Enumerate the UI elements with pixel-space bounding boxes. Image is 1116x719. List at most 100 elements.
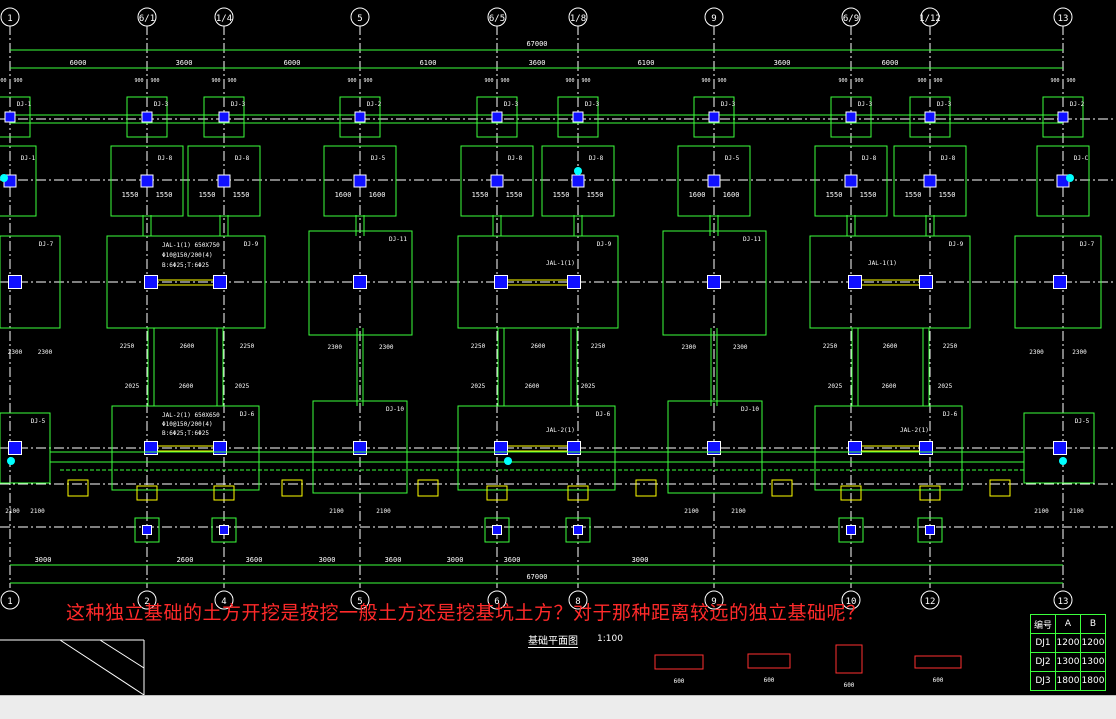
schedule-row: DJ3 1800 1800 (1030, 671, 1106, 691)
footing-row3 (0, 235, 61, 329)
footing-tag-row2: DJ-8 (235, 155, 250, 162)
span-label-bottom: 3000 (35, 556, 52, 564)
dim-row4: 2025 (235, 383, 250, 390)
pedestal-outline (281, 479, 303, 497)
elevation-marker (574, 167, 582, 175)
pier-outline (838, 517, 864, 543)
axis-label-top: 6/9 (843, 14, 859, 24)
footing-tag-row1: DJ-3 (585, 101, 600, 108)
dim-row1: 900 (134, 78, 143, 84)
dim-row3: 2600 (531, 343, 546, 350)
dim-row4: 2100 (5, 508, 20, 515)
footing-row1 (693, 96, 735, 138)
axis-bubble-top (214, 7, 234, 27)
column-row4 (8, 441, 22, 455)
schedule-cell: 1300 (1055, 652, 1081, 672)
footing-row4 (1023, 412, 1095, 484)
footing-tag-row3: DJ-11 (389, 236, 407, 243)
footing-row1 (830, 96, 872, 138)
beam-note: JAL-1(1) (546, 260, 575, 267)
dim-row4: 2025 (581, 383, 596, 390)
section-dim: 600 (844, 682, 855, 689)
column-row3 (1053, 275, 1067, 289)
elevation-marker (0, 174, 8, 182)
column-row4 (848, 441, 862, 455)
axis-bubble-bottom (214, 590, 234, 610)
footing-row2 (187, 145, 261, 217)
beam-note: B:6Φ25;T:6Φ25 (162, 430, 209, 437)
footing-tag-row2: DJ-C (1074, 155, 1089, 162)
footing-tag-row2: DJ-8 (158, 155, 173, 162)
schedule-header-cell: 编号 (1030, 614, 1056, 634)
footing-tag-row1: DJ-2 (367, 101, 382, 108)
dim-row2: 1600 (723, 191, 740, 199)
span-label-bottom: 3600 (504, 556, 521, 564)
schedule-row: DJ1 1200 1200 (1030, 633, 1106, 653)
axis-label-top: 6/1 (139, 14, 155, 24)
dim-row1: 900 (150, 78, 159, 84)
footing-tag-row2: DJ-8 (862, 155, 877, 162)
column-row2 (707, 174, 721, 188)
dim-row1: 900 (717, 78, 726, 84)
pier-column (925, 525, 935, 535)
column-row1 (354, 111, 366, 123)
axis-bubble-top (704, 7, 724, 27)
pedestal-outline (771, 479, 793, 497)
dim-row1: 900 (347, 78, 356, 84)
schedule-cell: 1200 (1055, 633, 1081, 653)
dim-row4: 2600 (525, 383, 540, 390)
footing-row1 (339, 96, 381, 138)
column-row4 (919, 441, 933, 455)
dim-row1: 900 (0, 78, 7, 84)
plan-title: 基础平面图 (528, 632, 578, 648)
dim-row1: 900 (484, 78, 493, 84)
dim-row1: 900 (1066, 78, 1075, 84)
dim-row2: 1550 (233, 191, 250, 199)
footing-row2 (0, 145, 37, 217)
footing-row2 (893, 145, 967, 217)
footing-tag-row4: DJ-5 (31, 418, 46, 425)
schedule-header-cell: A (1055, 614, 1081, 634)
column-row1 (141, 111, 153, 123)
beam-note: JAL-2(1) 650X650 (162, 412, 220, 419)
pier-column (846, 525, 856, 535)
span-label-bottom: 3000 (632, 556, 649, 564)
section-dim: 600 (764, 677, 775, 684)
span-label-top: 6000 (284, 59, 301, 67)
schedule-cell: DJ1 (1030, 633, 1056, 653)
axis-bubble-top (350, 7, 370, 27)
axis-label-top: 1/4 (216, 14, 232, 24)
pedestal-outline (136, 485, 158, 501)
dim-row2: 1550 (587, 191, 604, 199)
footing-tag-row4: DJ-6 (943, 411, 958, 418)
column-row1 (4, 111, 16, 123)
pier-outline (134, 517, 160, 543)
overall-dimension-bottom: 67000 (526, 573, 547, 581)
pier-outline (917, 517, 943, 543)
axis-label-bottom: 12 (925, 597, 936, 607)
dim-row1: 900 (363, 78, 372, 84)
dim-row1: 900 (933, 78, 942, 84)
dim-row2: 1550 (506, 191, 523, 199)
dim-row3: 2250 (823, 343, 838, 350)
dim-row2: 1550 (860, 191, 877, 199)
footing-row2 (677, 145, 751, 217)
column-row3 (8, 275, 22, 289)
schedule-cell: 1800 (1055, 671, 1081, 691)
column-row4 (213, 441, 227, 455)
axis-bubble-bottom (1053, 590, 1073, 610)
footing-tag-row3: DJ-11 (743, 236, 761, 243)
footing-row3 (308, 230, 413, 336)
pedestal-outline (213, 485, 235, 501)
dim-row3: 2600 (883, 343, 898, 350)
pier-outline (565, 517, 591, 543)
footing-row2 (460, 145, 534, 217)
axis-bubble-bottom (920, 590, 940, 610)
column-row2 (844, 174, 858, 188)
span-label-top: 3600 (529, 59, 546, 67)
dim-row1: 900 (701, 78, 710, 84)
span-label-top: 6100 (638, 59, 655, 67)
footing-tag-row3: DJ-9 (949, 241, 964, 248)
dim-row3: 2300 (379, 344, 394, 351)
axis-bubble-top (1053, 7, 1073, 27)
